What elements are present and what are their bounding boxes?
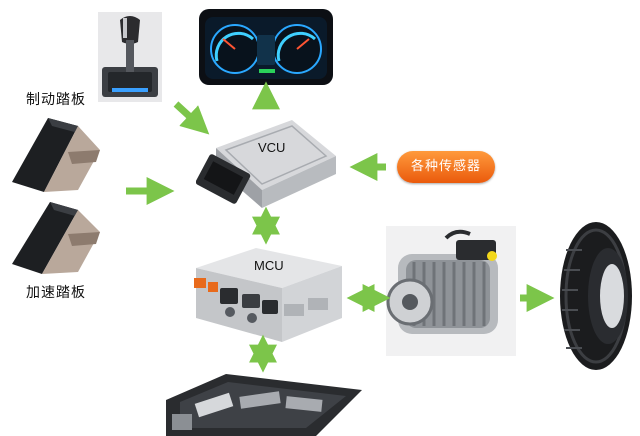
accelerator-pedal-icon <box>8 198 104 278</box>
vcu-label: VCU <box>258 140 286 155</box>
mcu-inverter-icon <box>186 244 346 344</box>
sensors-badge: 各种传感器 <box>397 151 495 183</box>
dashboard-cluster-icon <box>199 9 333 85</box>
battery-pack-icon <box>166 370 362 436</box>
gear-shifter-icon <box>98 12 162 102</box>
electric-motor-icon <box>386 226 516 356</box>
brake-pedal-label: 制动踏板 <box>26 92 86 108</box>
accelerator-pedal-label: 加速踏板 <box>26 285 86 301</box>
vcu-controller-icon <box>195 118 338 210</box>
tire-icon <box>556 220 634 372</box>
mcu-label: MCU <box>254 258 284 273</box>
brake-pedal-icon <box>8 112 104 196</box>
